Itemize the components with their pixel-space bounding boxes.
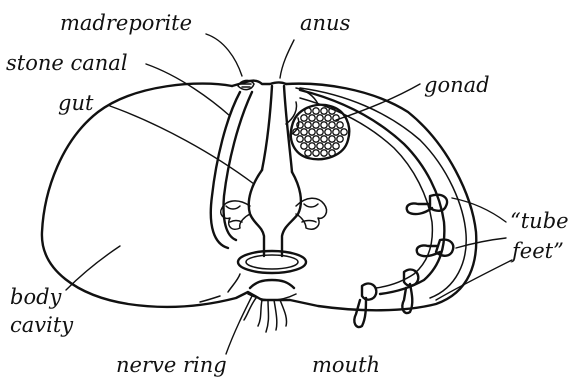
label-stone-canal: stone canal	[6, 51, 128, 75]
gonad-granule	[309, 129, 315, 135]
radial-canal-inner	[300, 98, 432, 288]
gonad-granule	[313, 122, 319, 128]
gonad-granules	[293, 108, 347, 156]
ring-canal-inner	[246, 255, 298, 269]
label-gonad: gonad	[424, 73, 490, 97]
stomach	[249, 170, 301, 256]
gonad-granule	[301, 129, 307, 135]
gut-caecum-left-detail	[226, 206, 242, 222]
label-nerve-ring: nerve ring	[116, 353, 227, 377]
gonad-granule	[305, 122, 311, 128]
gonad-granule	[337, 122, 343, 128]
madreporite-grooves	[241, 84, 251, 87]
gonad-granule	[317, 115, 323, 121]
gonad-granule	[341, 129, 347, 135]
leader-anus	[280, 40, 294, 78]
label-body-line1: body	[10, 285, 63, 309]
label-madreporite: madreporite	[60, 11, 192, 35]
leader-tube-feet-2	[456, 238, 506, 248]
gonad-granule	[309, 143, 315, 149]
gonad-granule	[305, 108, 311, 114]
leader-nerve-ring	[226, 296, 252, 354]
gut-caecum-right-detail	[302, 204, 318, 222]
label-anus: anus	[300, 11, 351, 35]
leader-body-cavity	[66, 246, 120, 290]
gonad-granule	[329, 150, 335, 156]
gonad-granule	[321, 136, 327, 142]
gonad-granule	[313, 108, 319, 114]
gonad-granule	[337, 136, 343, 142]
mouth-opening	[250, 280, 294, 288]
gonad-granule	[313, 150, 319, 156]
gonad-granule	[321, 150, 327, 156]
gut-caecum-right	[296, 198, 326, 229]
gonad-granule	[305, 150, 311, 156]
leader-madreporite	[206, 34, 242, 76]
gonad-granule	[297, 122, 303, 128]
gonad-granule	[301, 143, 307, 149]
gonad-granule	[305, 136, 311, 142]
gonad-granule	[297, 136, 303, 142]
label-gut: gut	[58, 91, 94, 115]
leader-tube-feet-1	[452, 198, 506, 222]
gonad-granule	[325, 129, 331, 135]
tube-foot-2	[417, 240, 454, 257]
gonad-granule	[325, 115, 331, 121]
tube-foot-4	[354, 284, 376, 328]
gonad-granule	[325, 143, 331, 149]
gonad-granule	[317, 143, 323, 149]
rectum-tube	[262, 86, 272, 170]
label-tube-feet-line1: “tube	[510, 209, 569, 233]
leader-stone-canal	[146, 64, 230, 116]
oral-tentacles	[244, 298, 287, 332]
gonad-granule	[301, 115, 307, 121]
gonad-granule	[321, 122, 327, 128]
gonad-granule	[317, 129, 323, 135]
gonad-granule	[309, 115, 315, 121]
label-body-line2: cavity	[10, 313, 74, 337]
gonad-granule	[329, 136, 335, 142]
label-tube-feet-line2: feet”	[510, 239, 564, 263]
gonad-granule	[333, 129, 339, 135]
gonad-granule	[313, 136, 319, 142]
gonad-granule	[329, 122, 335, 128]
gonad-granule	[333, 143, 339, 149]
label-mouth: mouth	[312, 353, 380, 377]
gonad-granule	[321, 108, 327, 114]
